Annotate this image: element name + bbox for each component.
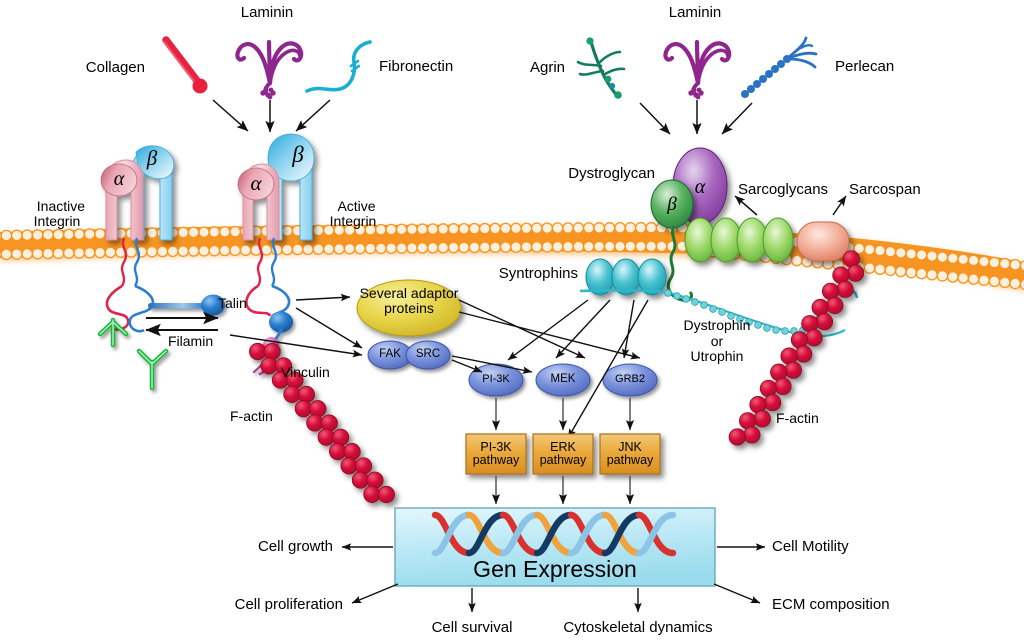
pathway-to-gene-arrows xyxy=(491,476,635,505)
dystroglycan-cytoplasmic-tail xyxy=(666,277,694,302)
label-vinculin: Vinculin xyxy=(281,364,330,380)
active-integrin xyxy=(237,133,315,241)
fibronectin-molecule xyxy=(305,40,372,93)
outcome-arrows xyxy=(341,543,766,613)
dystroglycan-transmembrane xyxy=(669,225,677,279)
agrin-molecule xyxy=(576,37,626,99)
kinase-label-fak: FAK xyxy=(379,348,401,360)
label-f-actin-right: F-actin xyxy=(776,410,819,426)
outcome-label-cell-growth: Cell growth xyxy=(257,538,333,555)
filamin-free xyxy=(136,348,169,391)
label-inactive-integrin: Inactive Integrin xyxy=(29,183,85,230)
sarcoglycan-complex xyxy=(684,217,794,263)
label-integrin-alpha-inactive: α xyxy=(113,168,125,190)
equilibrium-arrows xyxy=(145,311,219,337)
label-collagen: Collagen xyxy=(85,59,145,76)
inactive-integrin xyxy=(100,145,175,241)
kinase-label-src: SRC xyxy=(415,348,441,360)
pathway-boxes xyxy=(465,433,661,475)
outcome-label-cytoskeletal-dynamics: Cytoskeletal dynamics xyxy=(563,619,713,636)
talin-free xyxy=(148,294,225,316)
laminin-molecule-right xyxy=(663,39,732,100)
label-f-actin-left: F-actin xyxy=(230,408,273,424)
active-integrin-text: Active Integrin xyxy=(329,197,377,230)
label-sarcospan: Sarcospan xyxy=(849,181,921,198)
label-dystroglycan-beta: β xyxy=(667,194,677,215)
kinase-node-mek xyxy=(535,363,591,397)
label-active-integrin: Active Integrin xyxy=(330,183,377,230)
pathway-label-jnk-pathway: JNK pathway xyxy=(606,440,654,468)
kinase-node-src xyxy=(405,340,451,370)
label-dystroglycan-alpha: α xyxy=(694,176,706,198)
pathway-box-pi3k-pathway xyxy=(465,433,527,475)
pathway-box-erk-pathway xyxy=(532,433,594,475)
label-laminin-right: Laminin xyxy=(668,4,722,21)
label-perlecan: Perlecan xyxy=(835,58,895,75)
label-agrin: Agrin xyxy=(530,59,566,76)
label-integrin-beta-inactive: β xyxy=(146,146,158,170)
active-integrin-tails xyxy=(256,237,278,287)
label-dystrophin-utrophin: Dystrophin or Utrophin xyxy=(683,317,751,365)
outcome-label-cell-proliferation: Cell proliferation xyxy=(234,596,343,613)
syntrophin-complex xyxy=(585,258,667,296)
filamin-bound xyxy=(97,317,129,348)
inactive-integrin-text: Inactive Integrin xyxy=(33,197,86,230)
label-sarcoglycans: Sarcoglycans xyxy=(738,181,829,198)
label-integrin-alpha-active: α xyxy=(250,171,262,195)
label-integrin-beta-active: β xyxy=(292,142,304,167)
adaptor-proteins-node xyxy=(356,279,462,337)
adaptor-proteins-label: Several adaptor proteins xyxy=(359,285,459,316)
label-dystroglycan: Dystroglycan xyxy=(568,165,655,182)
pathway-box-jnk-pathway xyxy=(599,433,661,475)
signaling-arrows xyxy=(229,293,649,439)
inactive-integrin-tails xyxy=(120,237,141,287)
outcome-label-ecm-composition: ECM composition xyxy=(772,596,890,613)
laminin-molecule-left xyxy=(235,39,304,100)
kinase-node-grb2 xyxy=(602,363,658,397)
pathway-label-pi3k-pathway: PI-3K pathway xyxy=(472,440,520,468)
f-actin-filament-right xyxy=(728,250,865,446)
ligand-arrows xyxy=(212,99,753,135)
kinase-label-pi3k: PI-3K xyxy=(482,373,510,385)
label-syntrophins: Syntrophins xyxy=(498,265,578,282)
complex-callout-arrows xyxy=(734,195,847,216)
kinase-label-grb2: GRB2 xyxy=(615,373,645,385)
label-laminin-left: Laminin xyxy=(240,4,294,21)
label-filamin: Filamin xyxy=(168,333,214,349)
syntrophin-baseline xyxy=(579,289,665,294)
kinase-nodes xyxy=(367,340,658,397)
kinase-node-pi3k xyxy=(468,363,524,397)
outcome-label-cell-survival: Cell survival xyxy=(431,619,513,636)
sarcospan-protein xyxy=(796,221,850,262)
label-talin: Talin xyxy=(218,295,247,311)
kinase-label-mek: MEK xyxy=(550,373,576,385)
label-fibronectin: Fibronectin xyxy=(379,58,454,75)
perlecan-molecule xyxy=(741,36,818,98)
pathway-label-erk-pathway: ERK pathway xyxy=(539,440,587,468)
collagen-molecule xyxy=(162,36,208,94)
f-actin-filament-left xyxy=(249,342,395,504)
gene-expression-label: Gen Expression xyxy=(473,556,637,582)
dna-helix xyxy=(431,511,677,557)
outcome-label-cell-motility: Cell Motility xyxy=(772,538,849,555)
kinase-to-pathway-arrows xyxy=(491,398,635,431)
